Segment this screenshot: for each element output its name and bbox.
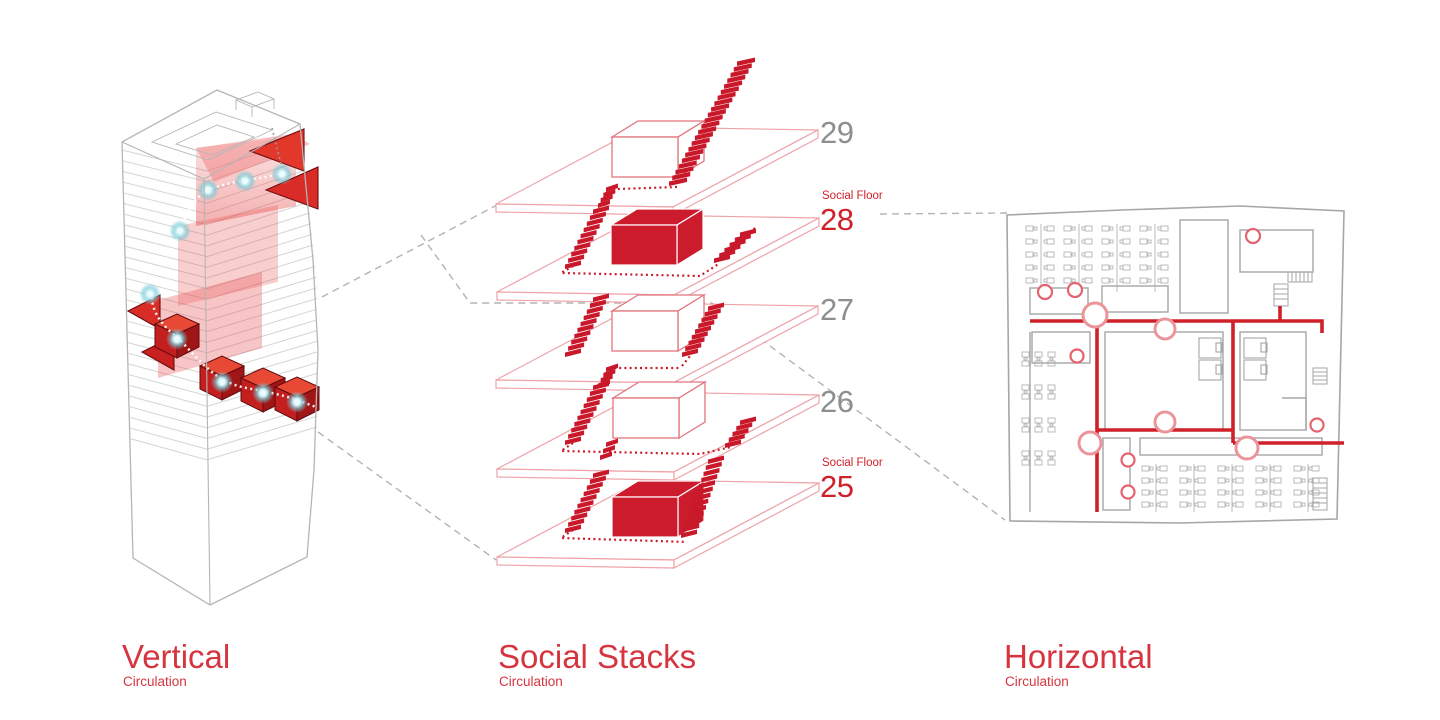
tower-diagram [121,89,321,606]
title-vertical: Vertical Circulation [122,638,230,689]
floor-label-27: 27 [820,292,853,327]
panel-titles: Vertical Circulation Social Stacks Circu… [122,638,1153,689]
floor-labels: 29 Social Floor 28 27 26 Social Floor 25 [820,115,883,504]
tower-outline [121,89,319,606]
social-stack-diagram [495,57,820,569]
title-social-sub: Circulation [499,674,563,689]
floor-label-29: 29 [820,115,853,150]
floor-label-28: 28 [820,202,853,237]
program-box-26 [612,381,706,439]
tower-path-dotted-gray [271,127,283,169]
floor-label-25: 25 [820,469,853,504]
social-box-28 [610,208,704,266]
title-horizontal-sub: Circulation [1005,674,1069,689]
floor-tag-25: Social Floor [822,457,883,469]
plan-boundary [1006,205,1345,524]
connector-floor28-to-plan [879,212,1009,215]
plan-circulation-nodes [1036,227,1325,500]
tower-glow-nodes [139,163,308,413]
stack-stairs [565,57,756,538]
floor-plan [1006,205,1345,524]
connector-tower-to-stack-bottom [317,431,497,561]
floor-label-26: 26 [820,384,853,419]
floor-tag-28: Social Floor [822,190,883,202]
plan-rooms [1029,219,1328,512]
title-social-stacks: Social Stacks Circulation [498,638,696,689]
title-social-main: Social Stacks [498,638,696,675]
title-vertical-main: Vertical [122,638,230,675]
plan-stair-icon [1273,271,1328,511]
title-horizontal-main: Horizontal [1004,638,1153,675]
title-horizontal: Horizontal Circulation [1004,638,1153,689]
connector-tower-to-stack-top [321,204,498,298]
title-vertical-sub: Circulation [123,674,187,689]
plan-circulation-lines [1030,306,1344,512]
